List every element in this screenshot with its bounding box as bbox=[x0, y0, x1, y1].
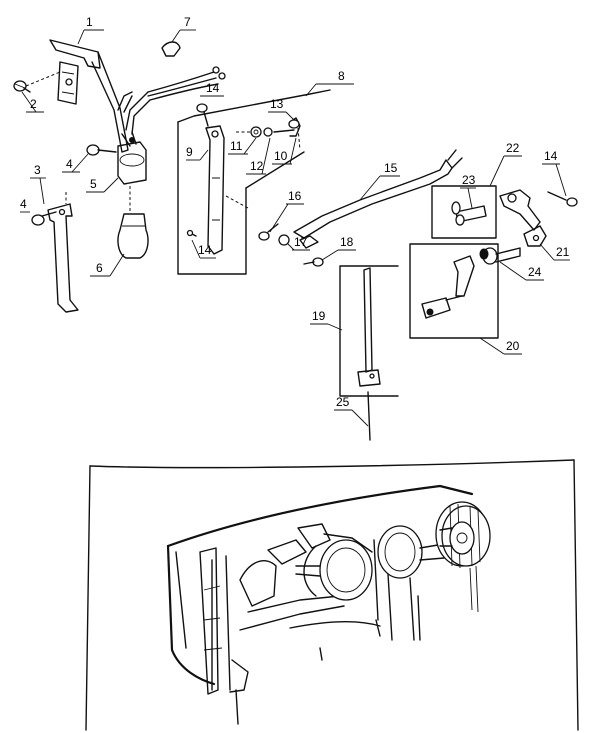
part-3-lever bbox=[47, 203, 79, 313]
callout-10: 10 bbox=[274, 149, 288, 163]
leader-lines bbox=[20, 29, 570, 613]
part-17-washer bbox=[278, 234, 290, 246]
callout-16: 16 bbox=[288, 189, 302, 203]
part-10-pin bbox=[273, 117, 301, 137]
callout-17: 17 bbox=[294, 235, 308, 249]
part-7-wiring bbox=[125, 41, 226, 135]
callout-4a: 4 bbox=[66, 157, 73, 171]
part-18-screw bbox=[303, 257, 324, 267]
callout-23: 23 bbox=[462, 173, 476, 187]
callout-11: 11 bbox=[230, 139, 243, 153]
callout-25: 25 bbox=[336, 395, 350, 409]
part-23-shaft bbox=[451, 201, 487, 226]
part-13-screw bbox=[288, 119, 300, 129]
part-20-lever-assembly bbox=[421, 255, 475, 319]
group-box-19 bbox=[339, 265, 399, 397]
machine-body bbox=[166, 484, 491, 725]
part-21-bracket bbox=[523, 225, 547, 247]
part-9-needle-bar-guide bbox=[205, 125, 225, 255]
group-box-22 bbox=[431, 185, 497, 239]
part-22-crank bbox=[499, 189, 541, 231]
callout-4b: 4 bbox=[20, 197, 27, 211]
part-5-lamp-socket bbox=[117, 131, 147, 185]
part-1-bracket bbox=[49, 39, 133, 153]
part-2-screw bbox=[13, 80, 31, 93]
callout-15: 15 bbox=[384, 161, 398, 175]
part-12-washer bbox=[263, 127, 273, 137]
callout-12: 12 bbox=[250, 159, 264, 173]
callout-19: 19 bbox=[312, 309, 326, 323]
callout-13: 13 bbox=[270, 97, 284, 111]
callout-14b: 14 bbox=[198, 243, 212, 257]
part-4-screw-upper bbox=[86, 144, 117, 156]
part-25-needle bbox=[366, 391, 372, 441]
callout-20: 20 bbox=[506, 339, 520, 353]
callout-3: 3 bbox=[34, 163, 41, 177]
part-16-screw bbox=[258, 223, 279, 241]
part-14-screw-c bbox=[547, 191, 578, 207]
callout-22: 22 bbox=[506, 141, 520, 155]
callout-6: 6 bbox=[96, 261, 103, 275]
callout-7: 7 bbox=[184, 15, 191, 29]
callout-14a: 14 bbox=[206, 81, 220, 95]
part-14-screw-a bbox=[196, 103, 209, 127]
group-box-9 bbox=[177, 121, 247, 275]
callout-8: 8 bbox=[338, 69, 345, 83]
part-14-screw-b bbox=[186, 229, 197, 237]
callout-9: 9 bbox=[186, 145, 193, 159]
part-24-collar bbox=[479, 247, 521, 265]
callout-14c: 14 bbox=[544, 149, 558, 163]
callout-1: 1 bbox=[86, 15, 93, 29]
part-6-bulb bbox=[117, 213, 149, 259]
callout-24: 24 bbox=[528, 265, 542, 279]
callout-2: 2 bbox=[30, 97, 37, 111]
callout-5: 5 bbox=[90, 177, 97, 191]
callout-18: 18 bbox=[340, 235, 354, 249]
part-19-needle-bar bbox=[357, 267, 381, 387]
group-box-20 bbox=[409, 243, 499, 339]
part-11-washer bbox=[250, 126, 262, 138]
part-15-rod bbox=[293, 149, 463, 249]
part-4-screw-lower bbox=[31, 211, 57, 226]
overview-panel bbox=[85, 459, 579, 731]
callout-21: 21 bbox=[556, 245, 570, 259]
